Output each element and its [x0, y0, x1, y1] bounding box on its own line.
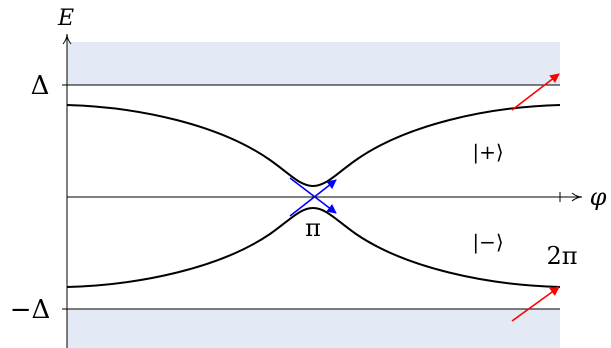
- excitation-arrow-lower: [511, 286, 560, 322]
- phase-axis-label: φ: [590, 183, 607, 211]
- crossing-arrow-up: [289, 179, 337, 217]
- crossing-arrow-down: [289, 177, 337, 214]
- upper-state-label: |+⟩: [472, 140, 503, 165]
- upper-continuum-band: [67, 42, 560, 85]
- lower-continuum-band: [67, 309, 560, 348]
- pi-tick-label: π: [305, 214, 321, 242]
- upper-andreev-level: [66, 104, 561, 188]
- lower-andreev-level: [66, 206, 561, 288]
- two-pi-tick-label: 2π: [546, 242, 577, 270]
- energy-axis-label: E: [57, 6, 74, 31]
- delta-top-label: Δ: [31, 71, 50, 101]
- delta-bottom-label: −Δ: [10, 295, 51, 325]
- phase-axis-arrowhead: [571, 192, 583, 202]
- energy-axis-arrowhead: [62, 33, 72, 45]
- lower-state-label: |−⟩: [472, 230, 503, 255]
- excitation-arrow-upper: [511, 73, 560, 111]
